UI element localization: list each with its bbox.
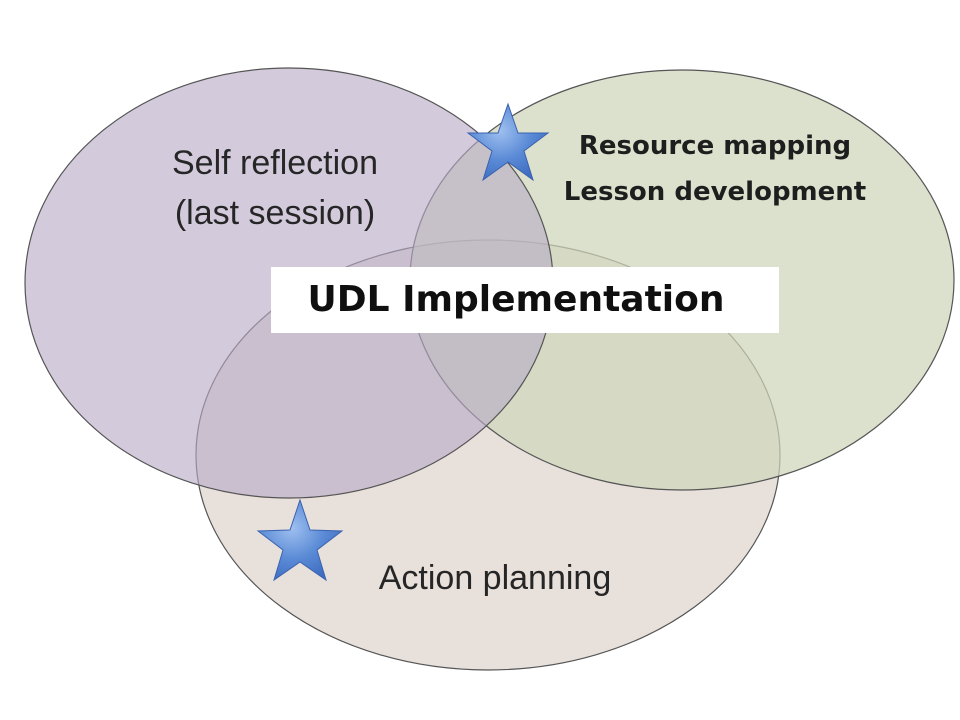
- action-planning-label: Action planning: [345, 556, 645, 600]
- star-icon: [256, 498, 344, 582]
- resource-mapping-line-1: Resource mapping: [578, 131, 852, 161]
- resource-mapping-line-2: Lesson development: [563, 177, 867, 207]
- self-reflection-label: Self reflection (last session): [120, 138, 430, 238]
- center-label-box: UDL Implementation: [271, 267, 779, 333]
- resource-mapping-label: Resource mapping Lesson development: [530, 123, 900, 215]
- self-reflection-line-2: (last session): [174, 194, 376, 232]
- action-planning-line-1: Action planning: [378, 559, 612, 597]
- udl-implementation-label: UDL Implementation: [307, 279, 725, 320]
- star-icon: [466, 102, 550, 182]
- self-reflection-line-1: Self reflection: [172, 144, 378, 182]
